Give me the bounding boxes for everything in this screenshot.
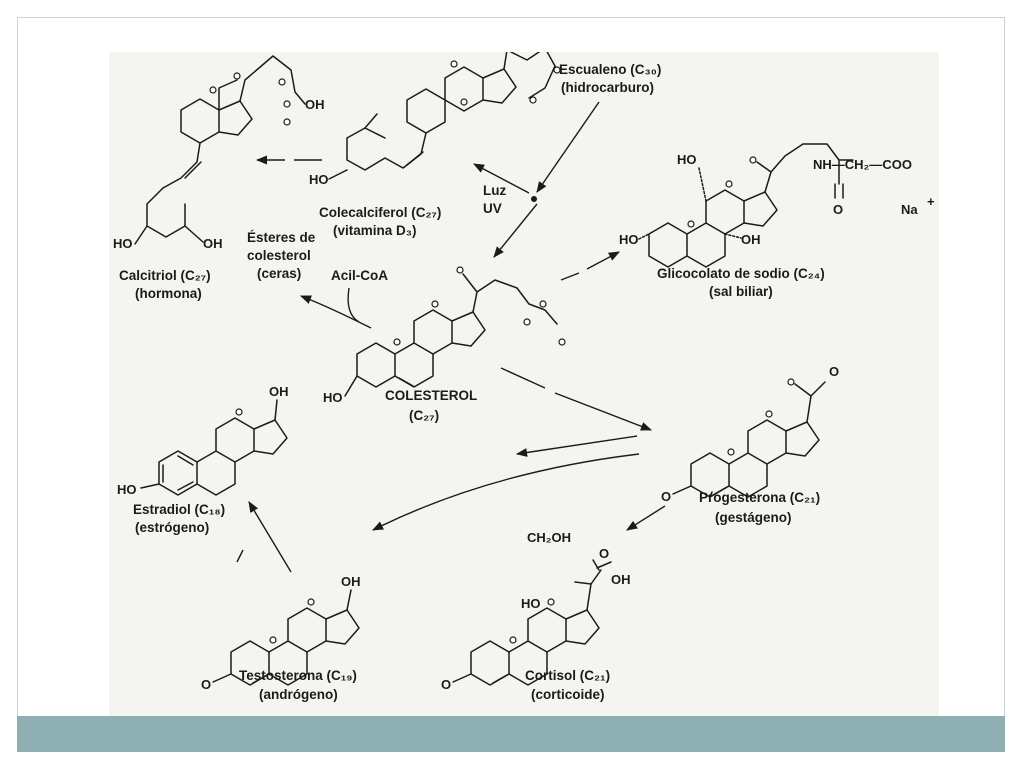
cortisol-structure: O HO CH₂OH O OH — [441, 530, 631, 692]
progesterona-structure: O O — [661, 364, 839, 504]
esteres-line1: Ésteres de — [247, 230, 316, 245]
arrow-testosterona-to-estradiol — [248, 501, 292, 573]
progesterona-o-top: O — [829, 364, 839, 379]
cortisol-oh-right: OH — [611, 572, 631, 587]
glicocolato-na-plus: + — [927, 194, 935, 209]
acil-coa-label: Acil-CoA — [331, 268, 388, 283]
colecalciferol-sublabel: (vitamina D₃) — [333, 223, 417, 238]
luz-label: Luz — [483, 183, 506, 198]
arrow-to-testosterona — [371, 453, 640, 531]
acil-coa-curve — [347, 287, 360, 323]
glicocolato-na: Na — [901, 202, 918, 217]
testosterona-label: Testosterona (C₁₉) — [239, 668, 357, 683]
calcitriol-label: Calcitriol (C₂₇) — [119, 268, 211, 283]
glicocolato-label: Glicocolato de sodio (C₂₄) — [657, 266, 825, 281]
arrow-to-colecalciferol — [473, 163, 530, 194]
steroid-pathway-figure: Escualeno (C₃₀) (hidrocarburo) Luz UV HO… — [109, 52, 939, 718]
calcitriol-ho: HO — [113, 236, 133, 251]
estradiol-structure: OH HO — [117, 384, 289, 497]
arrow-to-esteres — [299, 295, 372, 329]
colecalciferol-label: Colecalciferol (C₂₇) — [319, 205, 441, 220]
glicocolato-o: O — [833, 202, 843, 217]
cortisol-ch2oh: CH₂OH — [527, 530, 571, 545]
glicocolato-sublabel: (sal biliar) — [709, 284, 773, 299]
progesterona-o-left: O — [661, 489, 671, 504]
luz-uv-label: Luz UV — [483, 183, 506, 216]
escualeno-label: Escualeno (C₃₀) — [559, 62, 661, 77]
glicocolato-ho-left: HO — [619, 232, 639, 247]
estradiol-label: Estradiol (C₁₈) — [133, 502, 225, 517]
calcitriol-structure: OH HO OH — [113, 55, 325, 251]
colesterol-structure: HO — [323, 266, 566, 405]
arrow-to-estradiol — [515, 435, 638, 457]
esteres-label: Ésteres de colesterol (ceras) — [247, 230, 316, 281]
progesterona-label: Progesterona (C₂₁) — [699, 490, 820, 505]
arrow-to-cortisol — [626, 505, 666, 531]
cortisol-sublabel: (corticoide) — [531, 687, 605, 702]
escualeno-sublabel: (hidrocarburo) — [561, 80, 654, 95]
branch-point-dot — [531, 196, 537, 202]
arrow-seg-progesterona-a — [500, 367, 546, 389]
slide-bottom-bar — [17, 716, 1005, 752]
arrow-escualeno-to-branch — [536, 101, 600, 193]
arrow-seg-glicocolato-b — [586, 251, 620, 270]
colesterol-sublabel: (C₂₇) — [409, 408, 439, 423]
uv-label: UV — [483, 201, 502, 216]
testosterona-sublabel: (andrógeno) — [259, 687, 338, 702]
cortisol-label: Cortisol (C₂₁) — [525, 668, 610, 683]
steroid-pathway-diagram: Escualeno (C₃₀) (hidrocarburo) Luz UV HO… — [113, 52, 935, 702]
cortisol-o-ketone: O — [599, 546, 609, 561]
calcitriol-sublabel: (hormona) — [135, 286, 202, 301]
calcitriol-oh: OH — [203, 236, 223, 251]
estradiol-oh-top: OH — [269, 384, 289, 399]
colesterol-label: COLESTEROL — [385, 388, 477, 403]
esteres-line2: colesterol — [247, 248, 311, 263]
cortisol-o-left: O — [441, 677, 451, 692]
colecalciferol-structure: HO — [309, 52, 561, 187]
arrow-to-colesterol — [493, 203, 538, 258]
testosterona-o-left: O — [201, 677, 211, 692]
escualeno-group: Escualeno (C₃₀) (hidrocarburo) — [559, 62, 661, 95]
glicocolato-structure: HO HO OH O — [619, 143, 854, 268]
colecalciferol-ho: HO — [309, 172, 329, 187]
glicocolato-oh-right: OH — [741, 232, 761, 247]
progesterona-sublabel: (gestágeno) — [715, 510, 792, 525]
calcitriol-oh-chain: OH — [305, 97, 325, 112]
testosterona-oh-top: OH — [341, 574, 361, 589]
esteres-line3: (ceras) — [257, 266, 301, 281]
cortisol-ho: HO — [521, 596, 541, 611]
arrow-seg-progesterona-b — [554, 392, 653, 431]
colesterol-ho: HO — [323, 390, 343, 405]
arrow-seg-glicocolato-a — [560, 272, 580, 281]
glicocolato-chain: NH—CH₂—COO — [813, 157, 912, 172]
tick-mark — [236, 549, 244, 563]
glicocolato-ho-top: HO — [677, 152, 697, 167]
testosterona-structure: OH O — [201, 574, 361, 692]
estradiol-sublabel: (estrógeno) — [135, 520, 209, 535]
estradiol-ho-left: HO — [117, 482, 137, 497]
